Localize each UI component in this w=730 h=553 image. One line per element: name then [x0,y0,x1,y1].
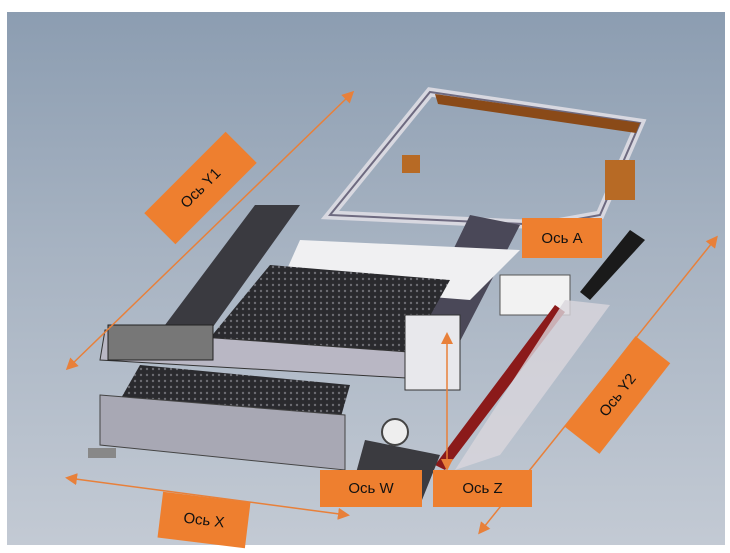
arrow-y1 [65,90,355,371]
cutting-head [404,314,461,391]
front-bed [120,365,350,420]
label-axis-a: Ось A [522,218,602,258]
rear-frame [320,87,647,230]
label-axis-w: Ось W [320,470,422,507]
comb-block [107,324,214,361]
chuck [381,418,409,446]
label-axis-z: Ось Z [433,470,532,507]
